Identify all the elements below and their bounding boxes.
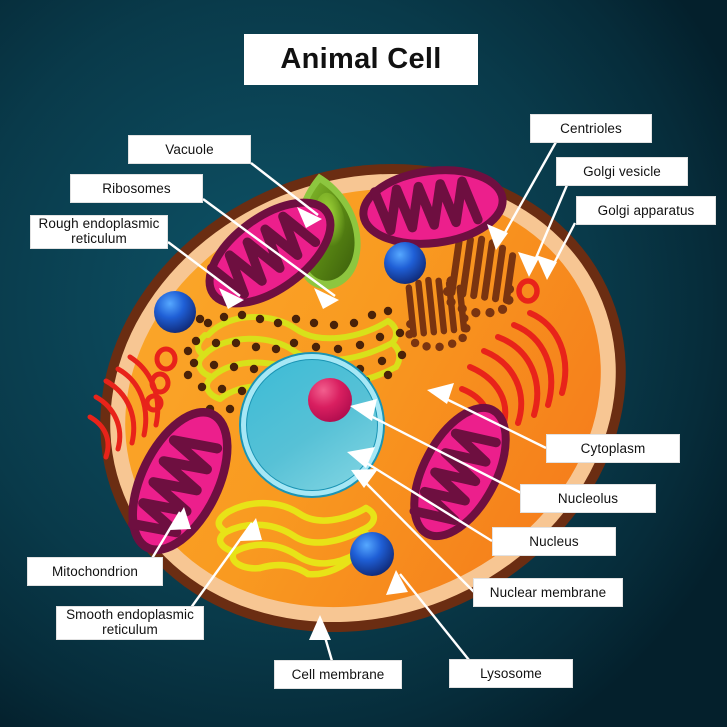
label-golgi-apparatus[interactable]: Golgi apparatus bbox=[576, 196, 716, 225]
label-smooth-endoplasmic-reticulum[interactable]: Smooth endoplasmic reticulum bbox=[56, 606, 204, 640]
nucleus-group bbox=[239, 352, 385, 498]
label-ribosomes[interactable]: Ribosomes bbox=[70, 174, 203, 203]
arrow-golgi-vesicle bbox=[518, 252, 539, 277]
label-centrioles[interactable]: Centrioles bbox=[530, 114, 652, 143]
arrow-lysosome bbox=[386, 570, 408, 595]
arrow-ribosomes bbox=[314, 288, 339, 309]
label-nuclear-membrane-text: Nuclear membrane bbox=[489, 584, 607, 600]
label-mitochondrion[interactable]: Mitochondrion bbox=[27, 557, 163, 586]
golgi-apparatus bbox=[459, 310, 569, 436]
leader-rough-er bbox=[167, 241, 241, 297]
label-centrioles-text: Centrioles bbox=[560, 120, 622, 136]
label-nucleus[interactable]: Nucleus bbox=[492, 527, 616, 556]
leader-cytoplasm bbox=[431, 390, 547, 450]
label-smooth-er-line1: Smooth endoplasmic bbox=[66, 607, 194, 623]
label-cell-membrane[interactable]: Cell membrane bbox=[274, 660, 402, 689]
label-rough-er-line2: reticulum bbox=[71, 231, 127, 246]
label-cytoplasm[interactable]: Cytoplasm bbox=[546, 434, 680, 463]
lysosome bbox=[154, 291, 196, 333]
arrow-golgi-apparatus bbox=[536, 255, 557, 280]
label-cytoplasm-text: Cytoplasm bbox=[580, 440, 646, 456]
arrow-nuclear-membrane bbox=[351, 469, 378, 488]
golgi-apparatus-left bbox=[87, 346, 178, 460]
leader-vacuole bbox=[250, 162, 319, 216]
arrow-nucleus bbox=[347, 447, 375, 468]
leader-lysosome bbox=[399, 573, 470, 661]
arrow-vacuole bbox=[297, 207, 322, 228]
arrow-centrioles bbox=[487, 224, 508, 250]
page-title: Animal Cell bbox=[244, 34, 478, 85]
arrow-mitochondrion bbox=[170, 507, 191, 530]
arrow-smooth-er bbox=[240, 518, 262, 541]
label-golgi-vesicle[interactable]: Golgi vesicle bbox=[556, 157, 688, 186]
lysosome-group bbox=[154, 242, 426, 576]
label-nucleolus-text: Nucleolus bbox=[557, 490, 619, 506]
leader-ribosomes bbox=[202, 198, 336, 297]
arrow-cell-membrane bbox=[309, 615, 331, 640]
lysosome bbox=[384, 242, 426, 284]
nucleolus bbox=[308, 378, 352, 422]
arrow-cytoplasm bbox=[427, 383, 454, 404]
label-rough-er-line1: Rough endoplasmic bbox=[38, 216, 160, 232]
nuclear-membrane-rim bbox=[241, 354, 383, 496]
label-lysosome[interactable]: Lysosome bbox=[449, 659, 573, 688]
label-nuclear-membrane[interactable]: Nuclear membrane bbox=[473, 578, 623, 607]
arrow-rough-er bbox=[219, 288, 244, 309]
leader-nucleus bbox=[351, 452, 493, 543]
label-golgi-vesicle-text: Golgi vesicle bbox=[583, 163, 661, 179]
lysosome bbox=[350, 532, 394, 576]
label-nucleolus[interactable]: Nucleolus bbox=[520, 484, 656, 513]
page-title-text: Animal Cell bbox=[280, 43, 442, 75]
leader-centrioles bbox=[496, 141, 558, 246]
label-ribosomes-text: Ribosomes bbox=[102, 180, 171, 196]
label-mitochondrion-text: Mitochondrion bbox=[51, 563, 139, 579]
leader-nucleolus bbox=[354, 406, 532, 500]
label-vacuole[interactable]: Vacuole bbox=[128, 135, 251, 164]
label-cell-membrane-text: Cell membrane bbox=[291, 666, 385, 682]
arrow-nucleolus bbox=[350, 399, 377, 421]
label-golgi-apparatus-text: Golgi apparatus bbox=[597, 202, 695, 218]
label-rough-endoplasmic-reticulum[interactable]: Rough endoplasmic reticulum bbox=[30, 215, 168, 249]
leader-nuclear-membrane bbox=[354, 471, 475, 593]
label-smooth-er-line2: reticulum bbox=[102, 622, 158, 637]
label-nucleus-text: Nucleus bbox=[529, 533, 579, 549]
label-vacuole-text: Vacuole bbox=[165, 141, 214, 157]
leader-smooth-er bbox=[184, 522, 253, 617]
label-lysosome-text: Lysosome bbox=[480, 665, 542, 681]
